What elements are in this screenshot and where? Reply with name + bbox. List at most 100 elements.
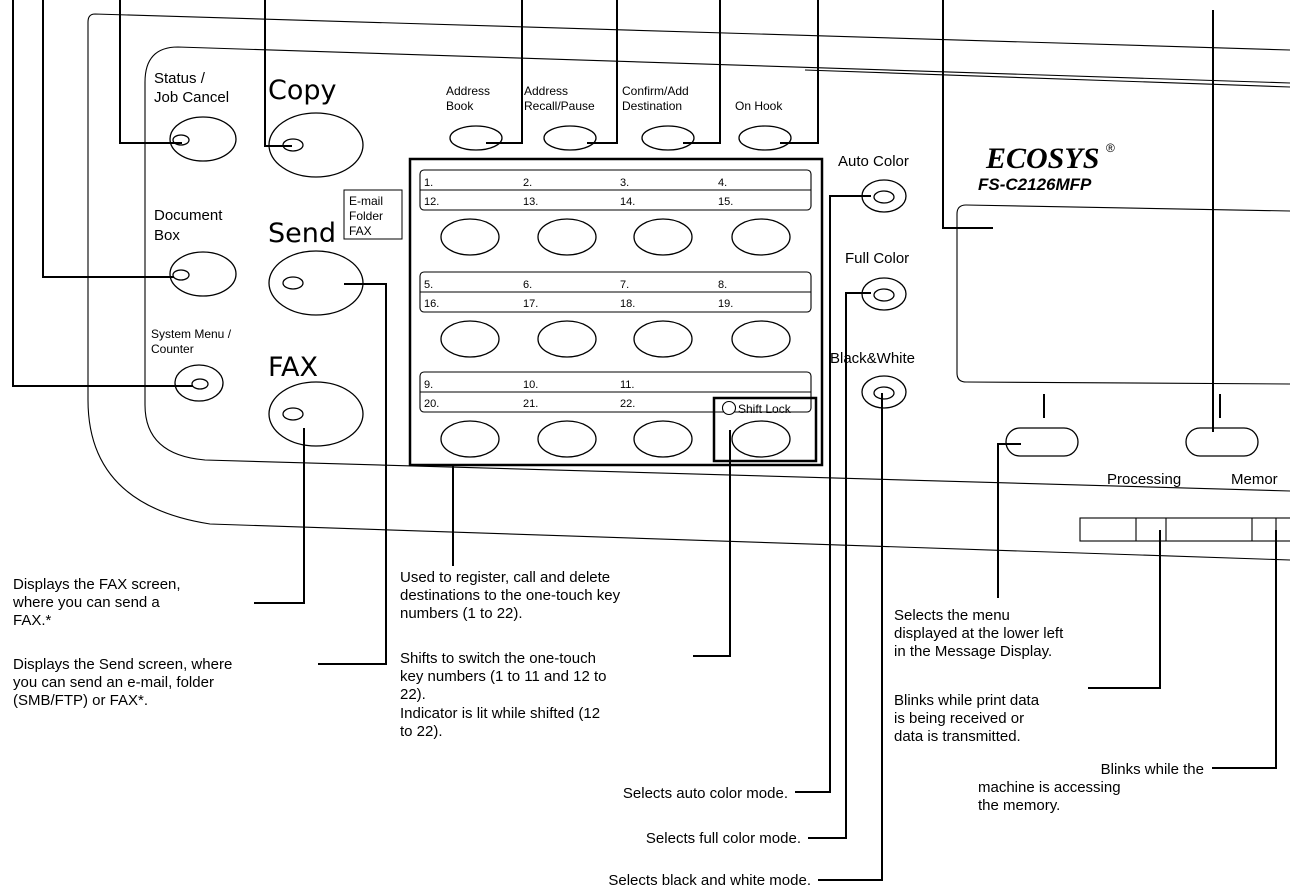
- callout-one-touch-line-3: numbers (1 to 22).: [400, 605, 523, 622]
- one-touch-key[interactable]: [633, 320, 693, 358]
- one-touch-number-label: 11.: [620, 379, 634, 391]
- one-touch-number-label: 9.: [424, 379, 433, 391]
- brand-logo: ECOSYS ® FS-C2126MFP: [978, 141, 1115, 194]
- address-book-key-button[interactable]: [449, 125, 503, 151]
- address-book-label-2: Book: [446, 99, 474, 113]
- fax-indicator-lamp: [282, 407, 304, 421]
- address-recall-label: Address: [524, 84, 568, 98]
- address-book-label: Address: [446, 84, 490, 98]
- system-menu-key[interactable]: System Menu / Counter: [151, 327, 232, 402]
- leader-lines: [12, 0, 1277, 881]
- fax-key-button[interactable]: [268, 381, 364, 447]
- leader-document-box: [42, 0, 174, 278]
- status-label: Status /: [154, 70, 206, 87]
- status-key-button[interactable]: [169, 116, 237, 162]
- one-touch-key[interactable]: [537, 420, 597, 458]
- fax-label: FAX: [268, 352, 318, 383]
- black-white-label: Black&White: [830, 350, 915, 367]
- panel-top-line: [804, 69, 1290, 88]
- one-touch-key[interactable]: [440, 320, 500, 358]
- document-box-label-2: Box: [154, 227, 180, 244]
- one-touch-number-label: 17.: [523, 298, 538, 310]
- one-touch-number-label: 5.: [424, 279, 433, 291]
- leader-message-display: [942, 0, 993, 229]
- confirm-add-label: Confirm/Add: [622, 84, 689, 98]
- one-touch-key[interactable]: [731, 320, 791, 358]
- one-touch-key[interactable]: [537, 320, 597, 358]
- one-touch-number-label: 8.: [718, 279, 727, 291]
- callout-left-select-line-3: in the Message Display.: [894, 643, 1052, 660]
- callout-left-select-line-2: displayed at the lower left: [894, 625, 1064, 642]
- one-touch-number-label: 13.: [523, 196, 538, 208]
- callout-black-white: Selects black and white mode.: [608, 872, 811, 889]
- send-tag-folder: Folder: [349, 209, 383, 223]
- system-menu-label: System Menu /: [151, 327, 232, 341]
- one-touch-key[interactable]: [440, 420, 500, 458]
- callout-shift-lock: Shifts to switch the one-touch key numbe…: [400, 650, 607, 740]
- on-hook-key[interactable]: On Hook: [735, 99, 792, 151]
- leader-auto-color: [795, 195, 871, 793]
- right-select-key[interactable]: [1185, 427, 1259, 457]
- black-white-indicator-lamp: [873, 386, 895, 400]
- auto-color-indicator-lamp: [873, 190, 895, 204]
- leader-status: [119, 0, 182, 144]
- leader-on-hook: [780, 0, 819, 144]
- callout-shift-line-1: Shifts to switch the one-touch: [400, 650, 596, 667]
- one-touch-number-label: 18.: [620, 298, 635, 310]
- callout-processing-line-3: data is transmitted.: [894, 728, 1021, 745]
- leader-send: [318, 283, 387, 665]
- leader-confirm-add: [683, 0, 721, 144]
- message-display: [956, 204, 1290, 385]
- leader-memory: [1212, 530, 1277, 769]
- one-touch-number-label: 14.: [620, 196, 635, 208]
- document-box-key-button[interactable]: [169, 251, 237, 297]
- address-recall-pause-key[interactable]: Address Recall/Pause: [524, 84, 597, 151]
- full-color-indicator-lamp: [873, 288, 895, 302]
- one-touch-key[interactable]: [633, 218, 693, 256]
- confirm-add-destination-key[interactable]: Confirm/Add Destination: [622, 84, 695, 151]
- one-touch-key[interactable]: [731, 218, 791, 256]
- leader-copy: [264, 0, 292, 147]
- one-touch-number-label: 21.: [523, 398, 538, 410]
- full-color-key[interactable]: Full Color: [845, 250, 909, 311]
- auto-color-key[interactable]: Auto Color: [838, 153, 909, 213]
- one-touch-number-label: 1.: [424, 177, 433, 189]
- leader-address-recall: [587, 0, 618, 144]
- one-touch-key[interactable]: [731, 420, 791, 458]
- leader-left-select: [997, 443, 1021, 598]
- callout-processing: Blinks while print data is being receive…: [894, 692, 1040, 745]
- copy-key[interactable]: Copy: [268, 75, 364, 178]
- document-box-indicator-lamp: [172, 269, 190, 281]
- callout-one-touch-line-2: destinations to the one-touch key: [400, 587, 621, 604]
- confirm-add-key-button[interactable]: [641, 125, 695, 151]
- one-touch-key[interactable]: [537, 218, 597, 256]
- left-select-key[interactable]: [1005, 427, 1079, 457]
- callout-fax: Displays the FAX screen, where you can s…: [12, 576, 181, 629]
- model-name: FS-C2126MFP: [978, 175, 1092, 194]
- callout-send-line-1: Displays the Send screen, where: [13, 656, 232, 673]
- document-box-key[interactable]: Document Box: [154, 207, 237, 297]
- one-touch-number-label: 4.: [718, 177, 727, 189]
- processing-label: Processing: [1107, 471, 1181, 488]
- callout-shift-line-2: key numbers (1 to 11 and 12 to: [400, 668, 607, 685]
- one-touch-key[interactable]: [440, 218, 500, 256]
- on-hook-key-button[interactable]: [738, 125, 792, 151]
- on-hook-label: On Hook: [735, 99, 783, 113]
- system-menu-label-2: Counter: [151, 342, 194, 356]
- fax-key[interactable]: FAX: [268, 352, 364, 447]
- address-recall-key-button[interactable]: [543, 125, 597, 151]
- callout-fax-line-2: where you can send a: [12, 594, 160, 611]
- one-touch-key[interactable]: [633, 420, 693, 458]
- send-key[interactable]: Send E-mail Folder FAX: [268, 189, 403, 316]
- status-job-cancel-key[interactable]: Status / Job Cancel: [154, 70, 237, 162]
- address-book-key[interactable]: Address Book: [446, 84, 503, 151]
- one-touch-number-label: 3.: [620, 177, 629, 189]
- confirm-add-label-2: Destination: [622, 99, 682, 113]
- ecosys-logo: ECOSYS: [985, 142, 1099, 175]
- leader-system-menu: [12, 0, 193, 387]
- shift-lock-frame: [712, 396, 818, 463]
- document-box-label: Document: [154, 207, 223, 224]
- black-white-key[interactable]: Black&White: [830, 350, 915, 409]
- leader-full-color: [808, 292, 871, 839]
